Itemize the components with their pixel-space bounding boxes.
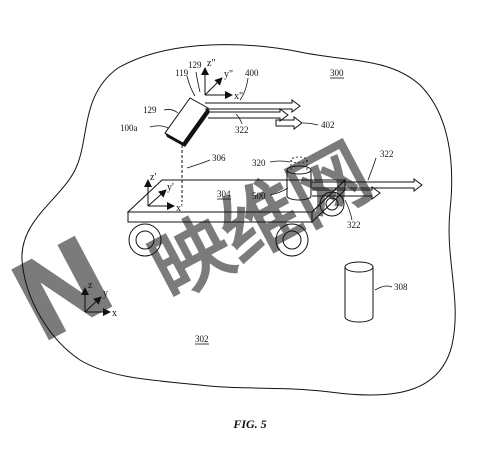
object-308	[344, 261, 374, 323]
ref-129-left: 129	[143, 105, 157, 115]
environment-boundary	[21, 44, 456, 396]
cart	[126, 178, 347, 257]
axis-label-y2: y"	[224, 69, 233, 80]
leader-500	[269, 187, 289, 196]
svg-text:304: 304	[217, 189, 231, 199]
ref-320: 320	[252, 158, 266, 168]
ref-322-bottom: 322	[347, 220, 361, 230]
ref-322-right: 322	[380, 149, 394, 159]
figure-caption: FIG. 5	[232, 417, 266, 431]
sensor-axes: z" y" x"	[201, 58, 243, 102]
leader-306	[186, 159, 211, 169]
leader-322-right	[367, 157, 377, 181]
axis-label-x1: x'	[176, 203, 183, 214]
axis-label-x2: x"	[234, 91, 243, 102]
axis-label-y: y	[103, 288, 108, 299]
ref-322-top: 322	[235, 125, 249, 135]
object-500	[286, 156, 312, 201]
axis-label-z: z	[88, 280, 93, 291]
ref-402: 402	[321, 120, 335, 130]
object-arrows-322	[312, 178, 423, 200]
axis-label-z1: z'	[150, 172, 156, 183]
watermark: N 映维网	[0, 127, 386, 368]
sensor-leaders	[149, 71, 319, 129]
ref-400: 400	[245, 68, 259, 78]
wheel-back-right	[319, 191, 345, 217]
ref-304: 304	[217, 189, 231, 200]
ref-500: 500	[252, 191, 266, 201]
leader-320	[269, 160, 291, 163]
ref-119: 119	[175, 68, 189, 78]
cart-axes: z' y' x'	[144, 172, 183, 214]
ref-100a: 100a	[120, 123, 138, 133]
ref-300: 300	[330, 68, 344, 79]
world-axes: z y x	[81, 280, 117, 319]
svg-text:302: 302	[195, 334, 209, 344]
leader-308	[374, 285, 393, 291]
ref-302: 302	[195, 334, 209, 345]
axis-label-z2: z"	[207, 58, 216, 69]
wheel-front-right	[275, 223, 309, 257]
axis-label-y1: y'	[167, 182, 174, 193]
signal-arrows-400	[205, 99, 301, 122]
svg-text:300: 300	[330, 68, 344, 78]
watermark-logo-n: N	[0, 212, 133, 368]
leader-322-bottom	[344, 199, 353, 221]
wheel-front-left	[128, 223, 162, 257]
signal-arrow-402	[275, 116, 303, 130]
ref-129-top: 129	[188, 60, 202, 70]
ref-308: 308	[394, 282, 408, 292]
ref-306: 306	[212, 153, 226, 163]
sensor-device	[164, 97, 210, 147]
axis-label-x: x	[112, 308, 117, 319]
